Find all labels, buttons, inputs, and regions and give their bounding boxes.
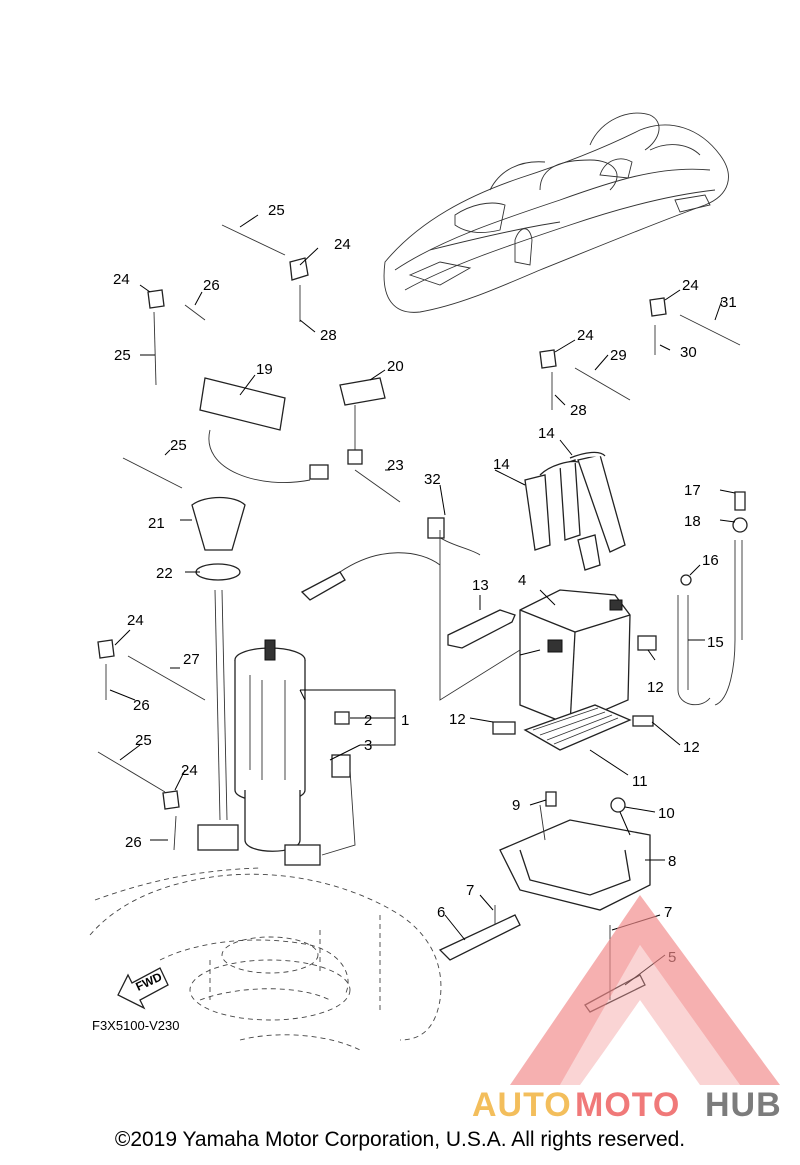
callout-14a: 14	[493, 456, 510, 473]
callout-labels: 1 2 3 4 5 6 7 7 8 9 10 11 12 12 12 12 13…	[113, 202, 737, 966]
brand-moto: MOTO	[575, 1086, 680, 1124]
callout-14b: 14	[538, 425, 555, 442]
callout-4: 4	[518, 572, 526, 589]
callout-13: 13	[472, 577, 489, 594]
diagram-code: F3X5100-V230	[92, 1018, 179, 1033]
callout-25c: 25	[170, 437, 187, 454]
callout-8: 8	[668, 853, 676, 870]
callout-19: 19	[256, 361, 273, 378]
hull-floor-illustration	[89, 867, 442, 1051]
callout-11: 11	[632, 773, 648, 790]
callout-24f: 24	[181, 762, 198, 779]
leader-lines	[109, 214, 736, 986]
callout-12c: 12	[683, 739, 700, 756]
battery-assembly	[447, 451, 748, 751]
callout-24b: 24	[113, 271, 130, 288]
callout-27: 27	[183, 651, 200, 668]
callout-24d: 24	[577, 327, 594, 344]
callout-24a: 24	[334, 236, 351, 253]
callout-18: 18	[684, 513, 701, 530]
callout-30: 30	[680, 344, 697, 361]
callout-12a: 12	[647, 679, 664, 696]
fwd-arrow-icon: FWD	[117, 967, 169, 1010]
callout-23: 23	[387, 457, 404, 474]
callout-29: 29	[610, 347, 627, 364]
callout-20: 20	[387, 358, 404, 375]
fuel-pump-assembly	[197, 589, 356, 866]
callout-32: 32	[424, 471, 441, 488]
callout-7b: 7	[664, 904, 672, 921]
callout-10: 10	[658, 805, 675, 822]
callout-28b: 28	[570, 402, 587, 419]
callout-22: 22	[156, 565, 173, 582]
cable-ties	[97, 224, 741, 851]
callout-24e: 24	[127, 612, 144, 629]
callout-25d: 25	[135, 732, 152, 749]
callout-26b: 26	[133, 697, 150, 714]
callout-21: 21	[148, 515, 165, 532]
callout-26a: 26	[203, 277, 220, 294]
callout-24c: 24	[682, 277, 699, 294]
automotohub-watermark: AUTO MOTO HUB	[472, 895, 782, 1124]
callout-12b: 12	[449, 711, 466, 728]
callout-31: 31	[720, 294, 737, 311]
brand-auto: AUTO	[472, 1086, 572, 1124]
callout-9: 9	[512, 797, 520, 814]
callout-3: 3	[364, 737, 372, 754]
callout-7a: 7	[466, 882, 474, 899]
callout-15: 15	[707, 634, 724, 651]
callout-26c: 26	[125, 834, 142, 851]
callout-28a: 28	[320, 327, 337, 344]
callout-16: 16	[702, 552, 719, 569]
copyright-footer: ©2019 Yamaha Motor Corporation, U.S.A. A…	[114, 1128, 686, 1151]
callout-25a: 25	[268, 202, 285, 219]
callout-1: 1	[401, 712, 409, 729]
wiring-upper	[191, 377, 521, 701]
callout-6: 6	[437, 904, 445, 921]
brand-hub: HUB	[705, 1086, 782, 1124]
watercraft-illustration	[383, 112, 729, 313]
callout-17: 17	[684, 482, 701, 499]
callout-2: 2	[364, 712, 372, 729]
callout-25b: 25	[114, 347, 131, 364]
